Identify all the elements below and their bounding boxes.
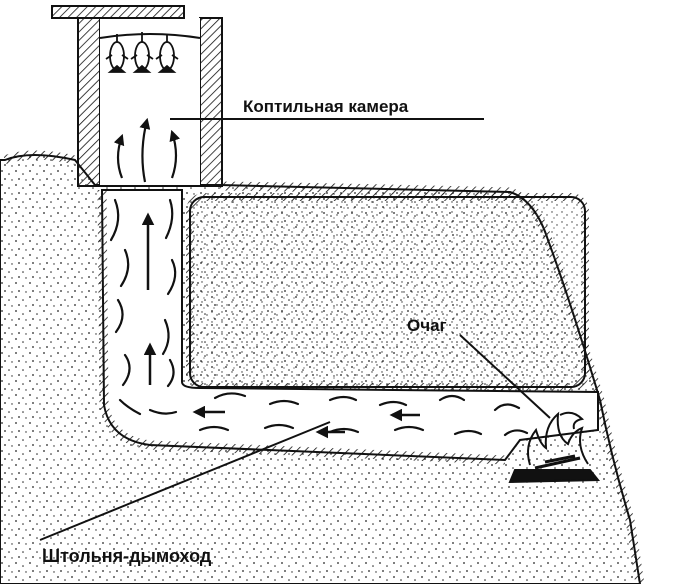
fish-2 (130, 32, 154, 73)
label-smoking-chamber: Коптильная камера (243, 97, 409, 116)
chamber-wall-left (77, 17, 101, 187)
fish-1 (105, 34, 129, 73)
fish-rod (99, 33, 201, 39)
hearth-fire (508, 411, 601, 484)
chamber-wall-right (199, 17, 223, 187)
inner-earth-block (189, 196, 586, 388)
label-smoke-tunnel: Штольня-дымоход (42, 546, 212, 566)
chamber-roof (51, 5, 185, 19)
smoke-swirls (109, 198, 529, 437)
fish-3 (155, 34, 179, 73)
hanging-fish (105, 32, 179, 73)
leader-hearth (459, 334, 551, 419)
label-hearth: Очаг (407, 316, 447, 335)
chamber-smoke-arrows (113, 117, 180, 183)
flow-arrows (141, 212, 420, 439)
leader-tunnel (39, 421, 331, 541)
